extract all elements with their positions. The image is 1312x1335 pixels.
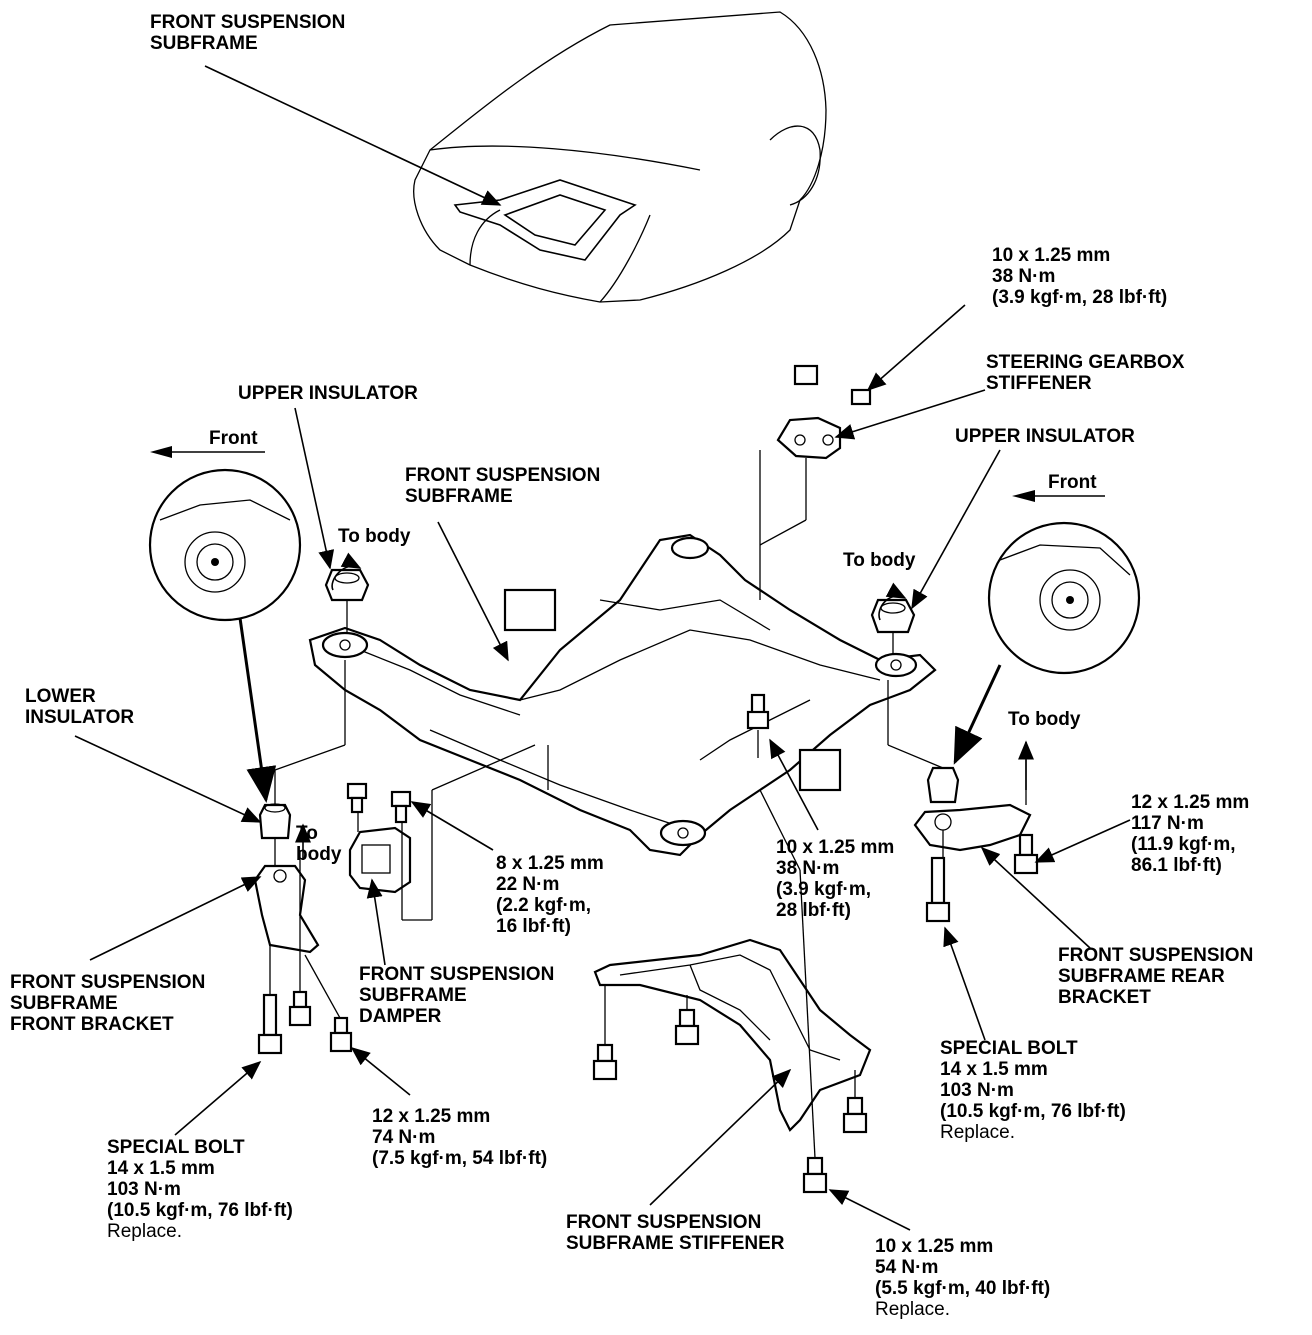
bolt-special-right <box>925 856 951 923</box>
nut-top <box>793 364 819 386</box>
bolt-stiffener-3 <box>842 1096 868 1134</box>
label-torque-12x125-left: 12 x 1.25 mm 74 N·m (7.5 kgf·m, 54 lbf·f… <box>372 1106 548 1169</box>
upper-insulator-right-drawing <box>870 598 916 634</box>
bolt-rear-bracket <box>1013 833 1039 875</box>
mini-subframe-icon <box>453 179 637 261</box>
bolt-damper-2 <box>390 790 412 824</box>
label-upper-insulator-right: UPPER INSULATOR <box>955 426 1135 447</box>
bolts <box>257 364 1039 1194</box>
front-bracket-drawing <box>253 864 320 954</box>
bolt-stiffener-1 <box>592 1043 618 1081</box>
label-to-body-mid-right: To body <box>843 550 916 571</box>
label-torque-8x125: 8 x 1.25 mm 22 N·m (2.2 kgf·m, 16 lbf·ft… <box>496 853 604 937</box>
label-to-body-right: To body <box>1008 709 1081 730</box>
label-torque-center: 10 x 1.25 mm 38 N·m (3.9 kgf·m, 28 lbf·f… <box>776 837 895 921</box>
bolt-top <box>850 388 872 406</box>
bolt-front-bracket-2 <box>329 1016 353 1053</box>
label-special-bolt-right: SPECIAL BOLT 14 x 1.5 mm 103 N·m (10.5 k… <box>940 1038 1126 1122</box>
label-special-bolt-left: SPECIAL BOLT 14 x 1.5 mm 103 N·m (10.5 k… <box>107 1137 293 1221</box>
label-torque-top-right: 10 x 1.25 mm 38 N·m (3.9 kgf·m, 28 lbf·f… <box>992 245 1168 308</box>
subframe-stiffener-drawing <box>593 938 872 1132</box>
bolt-front-bracket-1 <box>288 990 312 1027</box>
bolt-special-left <box>257 993 283 1055</box>
front-suspension-subframe-drawing <box>308 533 937 857</box>
detail-circle-left <box>148 468 302 622</box>
label-steering-gearbox-stiffener: STEERING GEARBOX STIFFENER <box>986 352 1185 394</box>
bolt-stiffener-bottom <box>802 1156 828 1194</box>
assembly-guide-lines <box>269 450 1027 1159</box>
label-to-body-lower: To body <box>296 823 342 865</box>
label-subframe-center: FRONT SUSPENSION SUBFRAME <box>405 465 601 507</box>
car-overview-illustration <box>413 11 827 303</box>
bolt-stiffener-2 <box>674 1008 700 1046</box>
label-front-bracket: FRONT SUSPENSION SUBFRAME FRONT BRACKET <box>10 972 206 1035</box>
front-arrow-left <box>150 446 265 458</box>
bolt-damper-1 <box>346 782 368 814</box>
label-stiffener: FRONT SUSPENSION SUBFRAME STIFFENER <box>566 1212 785 1254</box>
label-torque-bottom: 10 x 1.25 mm 54 N·m (5.5 kgf·m, 40 lbf·f… <box>875 1236 1051 1299</box>
damper-drawing <box>348 826 412 894</box>
bolt-center <box>746 693 770 730</box>
label-replace-left: Replace. <box>107 1221 182 1242</box>
label-damper: FRONT SUSPENSION SUBFRAME DAMPER <box>359 964 555 1027</box>
label-overview-subframe: FRONT SUSPENSION SUBFRAME <box>150 12 346 54</box>
lower-insulator-drawing <box>258 803 292 840</box>
label-front-left: Front <box>209 428 258 449</box>
detail-circle-right <box>987 521 1141 675</box>
label-torque-12x125-right: 12 x 1.25 mm 117 N·m (11.9 kgf·m, 86.1 l… <box>1131 792 1250 876</box>
label-front-right: Front <box>1048 472 1097 493</box>
label-lower-insulator: LOWER INSULATOR <box>25 686 135 728</box>
label-replace-right: Replace. <box>940 1122 1015 1143</box>
label-replace-bottom: Replace. <box>875 1299 950 1320</box>
leader-lines <box>74 65 1131 1231</box>
front-arrow-right <box>1012 490 1105 502</box>
steering-stiffener-drawing <box>776 416 842 460</box>
label-upper-insulator-left: UPPER INSULATOR <box>238 383 418 404</box>
label-rear-bracket: FRONT SUSPENSION SUBFRAME REAR BRACKET <box>1058 945 1254 1008</box>
rear-bracket-drawing <box>913 766 1032 852</box>
label-to-body-left: To body <box>338 526 411 547</box>
